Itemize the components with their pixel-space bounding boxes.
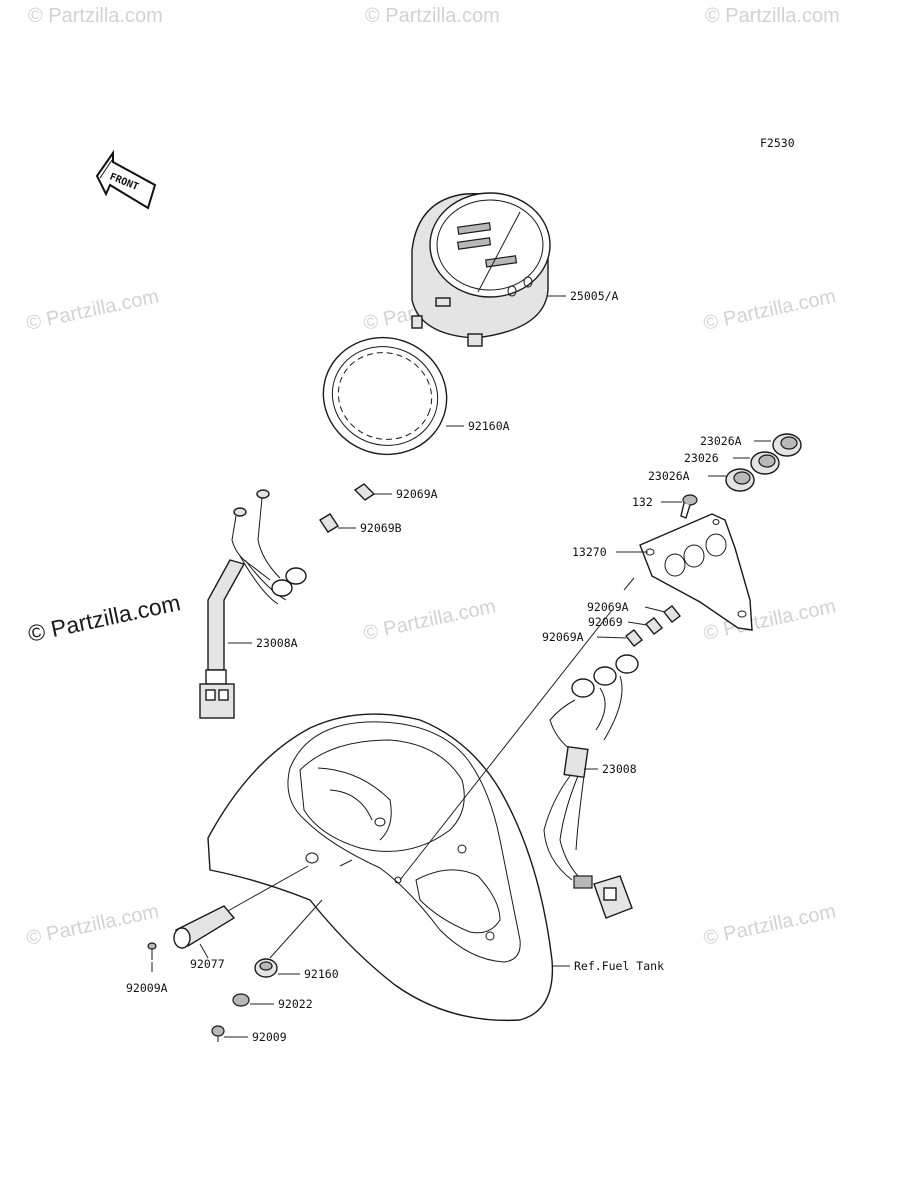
part-label-23026: 23026 [684,451,719,465]
front-arrow-icon: FRONT [95,149,157,210]
watermark: © Partzilla.com [28,5,163,27]
knob-92077: 92077 [173,905,236,971]
ring-92160a: 92160A [322,336,510,456]
grommet-92160: 92160 [254,958,339,981]
part-label-23008: 23008 [602,762,637,776]
part-label-92069a-right-top: 92069A [587,600,629,614]
part-label-25005-a: 25005/A [570,289,619,303]
part-label-92069a-right-bottom: 92069A [542,630,584,644]
harness-23008: 23008 [543,654,639,919]
part-label-92160a: 92160A [468,419,510,433]
washer-92022: 92022 [232,993,313,1011]
part-label-92022: 92022 [278,997,313,1011]
part-label-92069a: 92069A [396,487,438,501]
watermark: © Partzilla.com [701,900,837,950]
part-label-132: 132 [632,495,653,509]
harness-23008a: 23008A [199,489,307,719]
part-label-92009: 92009 [252,1030,287,1044]
part-label-ref-fuel-tank: Ref.Fuel Tank [574,959,664,973]
part-label-92069: 92069 [588,615,623,629]
part-label-13270: 13270 [572,545,607,559]
fuel-tank-cover: Ref.Fuel Tank [207,713,664,1022]
watermark: © Partzilla.com [701,285,837,335]
screw-92009a: 92009A [126,942,168,995]
speedometer-assembly: 25005/A [411,192,619,347]
figure-code: F2530 [760,136,795,150]
caps-23026: 23026A 23026 23026A [648,433,802,492]
part-label-23008a: 23008A [256,636,298,650]
assembly-lines [225,577,635,959]
part-label-92069b: 92069B [360,521,402,535]
plate-13270: 13270 [572,513,753,631]
watermark: © Partzilla.com [361,595,497,645]
watermark-large: © Partzilla.com [26,589,183,647]
part-label-92009a: 92009A [126,981,168,995]
watermark: © Partzilla.com [24,285,160,335]
bulb-92069a-left: 92069A [353,483,438,501]
part-label-23026a-bottom: 23026A [648,469,690,483]
screw-132: 132 [632,494,698,519]
watermark: © Partzilla.com [365,5,500,27]
part-label-23026a-top: 23026A [700,434,742,448]
bolt-92009: 92009 [211,1025,287,1044]
bulb-92069b: 92069B [319,513,402,535]
part-label-92160: 92160 [304,967,339,981]
part-label-92077: 92077 [190,957,225,971]
watermark: © Partzilla.com [24,900,160,950]
watermark: © Partzilla.com [705,5,840,27]
bulbs-right: 92069A 92069 92069A [542,600,681,647]
